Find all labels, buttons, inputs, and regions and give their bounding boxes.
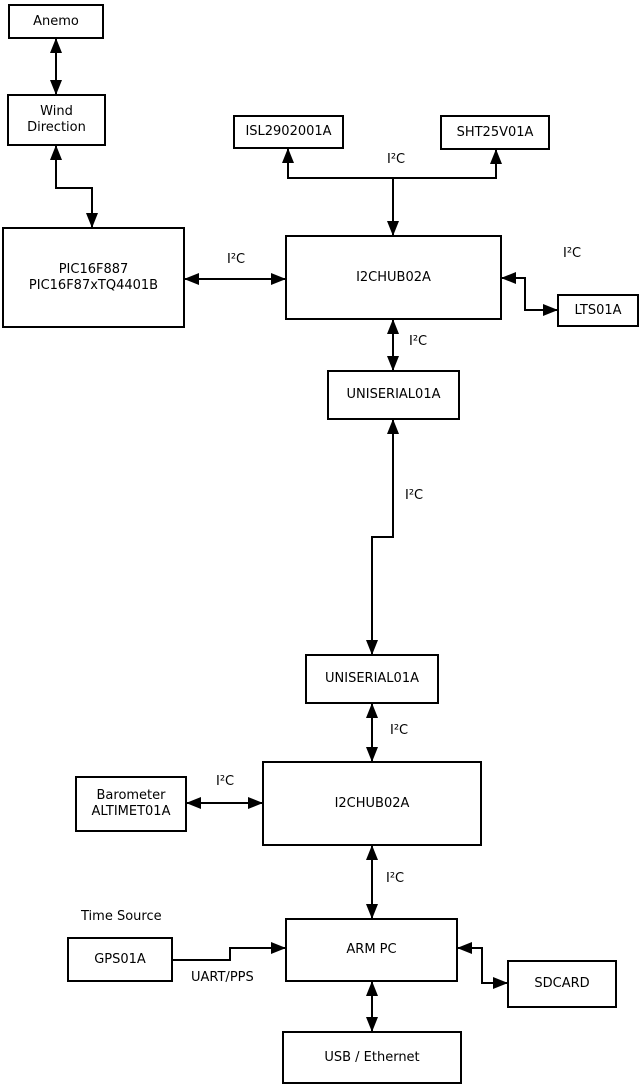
node-lts-temperature-sensor: LTS01A [557, 294, 639, 327]
node-pic-microcontroller: PIC16F887 PIC16F87xTQ4401B [2, 227, 185, 328]
edge-label-uart-pps: UART/PPS [191, 970, 254, 985]
connector-uniserial1-uniserial2 [366, 419, 399, 655]
connector-hub1-lts [501, 272, 558, 316]
node-label: UNISERIAL01A [325, 671, 419, 686]
node-label: LTS01A [574, 302, 622, 318]
node-sht-humidity-sensor: SHT25V01A [440, 115, 550, 150]
node-uniserial-2: UNISERIAL01A [305, 654, 439, 704]
node-wind-direction: Wind Direction [7, 94, 106, 146]
connector-wind-pic [50, 145, 98, 228]
connector-armpc-sdcard [457, 942, 508, 989]
edge-label-i2c-sensors: I²C [387, 152, 406, 167]
node-label: PIC16F887 [58, 261, 129, 277]
node-label: Wind [40, 104, 73, 119]
connector-gps-armpc [173, 942, 286, 961]
edge-label-i2c-pic-hub1: I²C [227, 252, 246, 267]
node-label: UNISERIAL01A [346, 387, 441, 402]
edge-label-i2c-hub1-lts: I²C [563, 246, 582, 261]
node-usb-ethernet: USB / Ethernet [282, 1031, 462, 1084]
node-label: Anemo [33, 13, 79, 29]
node-barometer: Barometer ALTIMET01A [75, 776, 187, 832]
node-i2c-hub-1: I2CHUB02A [285, 235, 502, 320]
node-label: USB / Ethernet [324, 1049, 420, 1065]
node-anemometer: Anemo [8, 4, 104, 39]
node-label: SDCARD [534, 976, 590, 991]
edge-label-i2c-uni1-uni2: I²C [405, 488, 424, 503]
node-label: I2CHUB02A [334, 795, 410, 811]
edge-label-i2c-baro-hub2: I²C [216, 774, 235, 789]
edge-label-time-source: Time Source [81, 909, 162, 924]
edge-label-i2c-hub1-uni1: I²C [409, 334, 428, 349]
node-i2c-hub-2: I2CHUB02A [262, 761, 482, 846]
node-gps: GPS01A [67, 937, 173, 982]
node-label: GPS01A [94, 951, 146, 967]
node-label: SHT25V01A [456, 124, 534, 140]
node-label: I2CHUB02A [356, 269, 431, 285]
edge-label-i2c-uni2-hub2: I²C [390, 723, 409, 738]
node-label: ALTIMET01A [91, 804, 171, 819]
edge-label-i2c-hub2-arm: I²C [386, 871, 405, 886]
node-isl-light-sensor: ISL2902001A [233, 115, 344, 149]
node-label: ARM PC [346, 942, 397, 957]
node-label: Barometer [96, 788, 166, 803]
node-label: PIC16F87xTQ4401B [28, 277, 159, 293]
node-arm-pc: ARM PC [285, 918, 458, 982]
node-sdcard: SDCARD [507, 960, 617, 1008]
node-label: Direction [27, 120, 86, 135]
node-label: ISL2902001A [245, 124, 332, 139]
node-uniserial-1: UNISERIAL01A [327, 370, 460, 420]
